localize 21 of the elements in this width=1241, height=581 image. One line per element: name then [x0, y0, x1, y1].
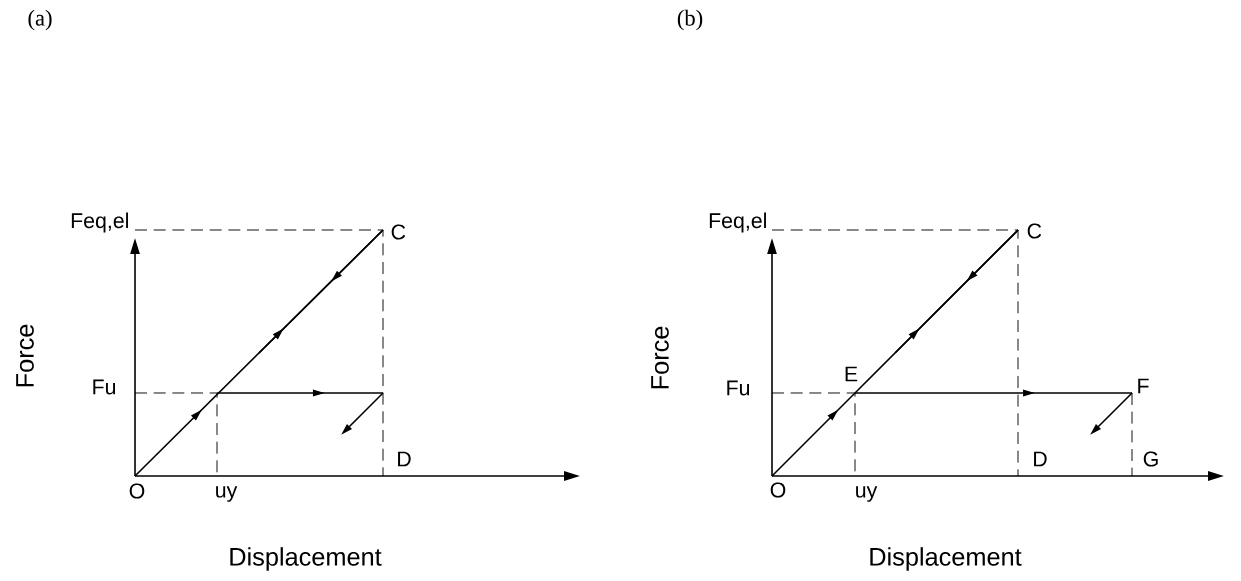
- point-label: O: [770, 482, 786, 498]
- axis-title: Displacement: [230, 547, 382, 571]
- point-label: C: [391, 224, 406, 240]
- point-label: D: [1034, 451, 1047, 467]
- axis-value-label: Fu: [93, 379, 116, 395]
- point-label: E: [845, 366, 858, 382]
- point-label: F: [1138, 378, 1149, 394]
- axis-value-label: uy: [216, 486, 238, 502]
- axis-title: Displacement: [870, 547, 1022, 571]
- point-label: G: [1143, 451, 1158, 467]
- point-label: O: [129, 483, 145, 499]
- point-label: C: [1027, 223, 1042, 239]
- axis-value-label: Fu: [727, 380, 750, 396]
- axis-value-label: Feq,el: [71, 212, 128, 233]
- axis-title: Force: [651, 326, 669, 389]
- panel-label: (b): [677, 9, 703, 31]
- axis-title: Force: [16, 324, 34, 387]
- panel-label: (a): [28, 9, 52, 31]
- axis-value-label: Feq,el: [709, 212, 766, 233]
- point-label: D: [398, 451, 411, 467]
- axis-value-label: uy: [856, 486, 878, 502]
